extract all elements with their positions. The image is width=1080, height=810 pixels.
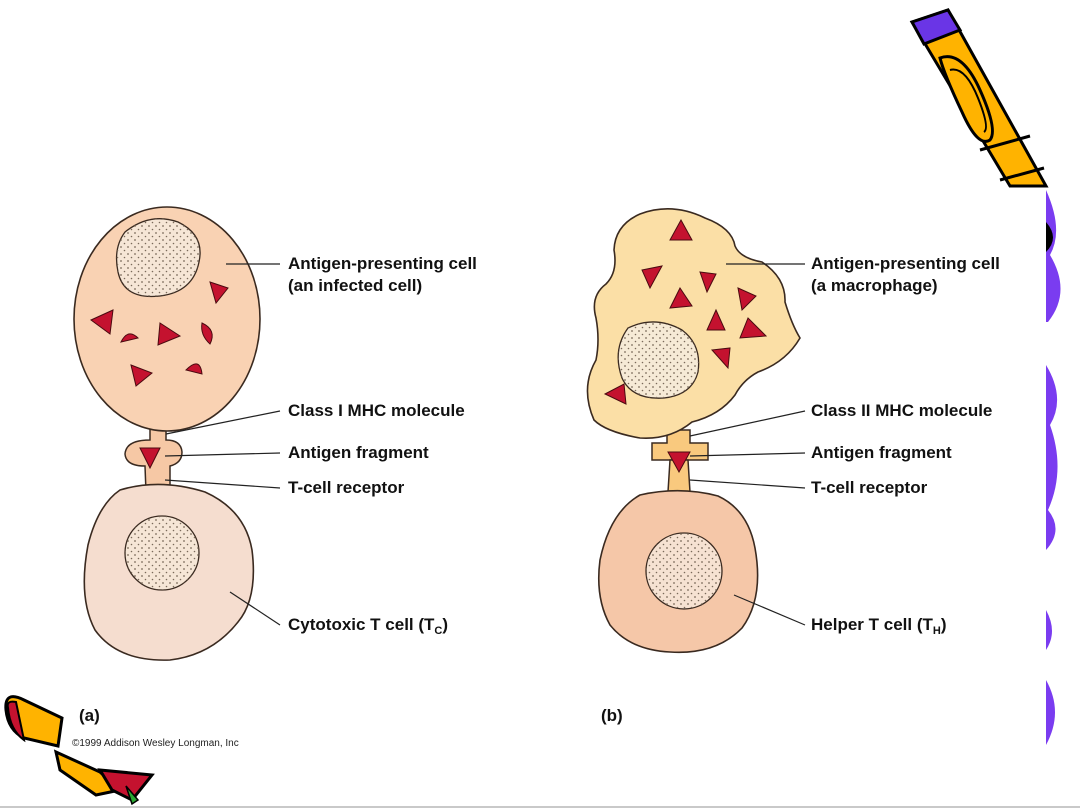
copyright-notice: ©1999 Addison Wesley Longman, Inc — [72, 738, 239, 749]
cytotoxic-t-cell-text: Cytotoxic T cell (T — [288, 615, 435, 634]
antigen-presenting-cell-macrophage — [586, 208, 801, 439]
helper-t-cell-sub: H — [932, 625, 941, 637]
pencil-icon-top-right — [909, 8, 1049, 188]
panel-b-diagram — [586, 208, 801, 654]
leader-lines-b — [689, 263, 806, 626]
antigen-fragment-a — [139, 447, 161, 470]
apc-a-label-line1: Antigen-presenting cell — [288, 254, 477, 273]
cytotoxic-t-cell-label: Cytotoxic T cell (TC) — [288, 614, 448, 642]
antigen-particles-a — [90, 281, 229, 387]
antigen-fragment-b-label: Antigen fragment — [811, 443, 952, 462]
leader-lines-a — [164, 263, 281, 626]
t-cell-receptor-a-label: T-cell receptor — [288, 478, 405, 497]
pencil-icon-bottom-left — [4, 695, 155, 806]
helper-t-cell-close: ) — [940, 615, 947, 634]
cytotoxic-t-cell-close: ) — [442, 615, 449, 634]
antigen-particles-b — [603, 218, 768, 405]
apc-a-label-line2: (an infected cell) — [288, 276, 423, 295]
panel-a-letter: (a) — [79, 706, 100, 725]
helper-t-cell-label: Helper T cell (TH) — [811, 614, 947, 642]
helper-t-cell-text: Helper T cell (T — [811, 615, 933, 634]
panel-a-diagram — [73, 206, 261, 661]
scalloped-border-right — [1046, 186, 1080, 748]
class-ii-mhc-label: Class II MHC molecule — [811, 401, 993, 420]
apc-b-label-line2: (a macrophage) — [811, 276, 938, 295]
panel-b-letter: (b) — [601, 706, 623, 725]
class-i-mhc-label: Class I MHC molecule — [288, 401, 465, 420]
apc-b-label-line1: Antigen-presenting cell — [811, 254, 1000, 273]
antigen-fragment-a-label: Antigen fragment — [288, 443, 429, 462]
t-cell-receptor-b-label: T-cell receptor — [811, 478, 928, 497]
cytotoxic-t-cell-sub: C — [434, 625, 443, 637]
class-ii-mhc-molecule — [651, 429, 709, 461]
antigen-fragment-b — [667, 451, 691, 474]
bottom-divider — [0, 806, 1080, 808]
